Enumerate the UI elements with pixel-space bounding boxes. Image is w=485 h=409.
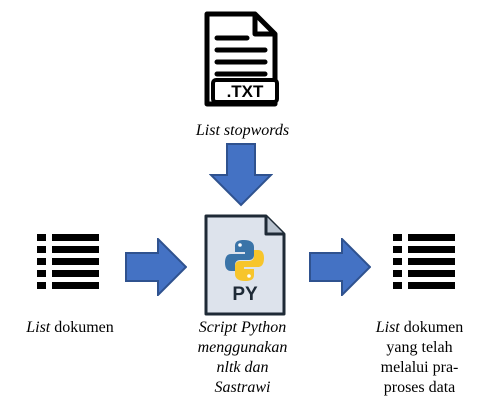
script-caption-line: Sastrawi xyxy=(214,379,271,396)
input-list-caption: List dokumen xyxy=(26,319,114,336)
script-caption-line: menggunakan xyxy=(197,339,288,356)
output-list-caption: List dokumen yang telah melalui pra- pro… xyxy=(354,318,485,398)
output-caption-line: melalui pra- xyxy=(380,359,459,376)
script-caption-line: nltk dan xyxy=(216,359,269,376)
txt-file-extension-label: .TXT xyxy=(226,82,264,101)
txt-file-icon xyxy=(203,10,279,108)
python-file-icon xyxy=(204,214,286,316)
down-arrow-icon xyxy=(209,143,273,207)
output-list-icon xyxy=(393,234,455,290)
output-caption-line: proses data xyxy=(383,379,456,396)
script-caption-line: Script Python xyxy=(198,319,287,336)
right-arrow-icon xyxy=(125,238,187,296)
input-list-icon xyxy=(37,234,99,290)
python-file-label: PY xyxy=(232,284,258,305)
stopwords-caption: List stopwords xyxy=(195,122,290,139)
right-arrow-icon xyxy=(309,238,371,296)
script-caption: Script Python menggunakan nltk dan Sastr… xyxy=(165,318,320,398)
output-caption-line: yang telah xyxy=(386,339,453,356)
